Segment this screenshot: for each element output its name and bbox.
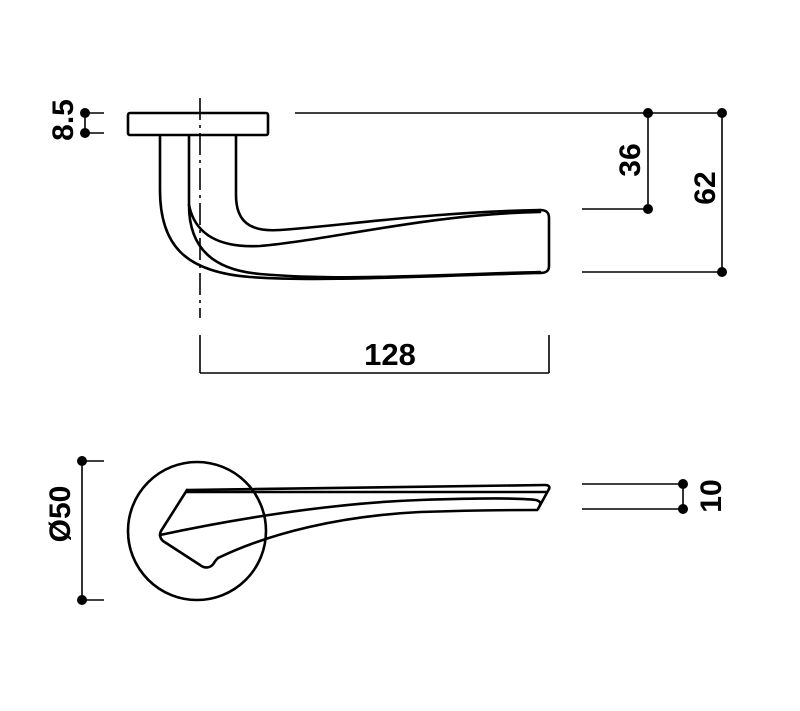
dimension-lever-top-height: 36 — [582, 108, 653, 214]
side-view: 8.5 36 62 128 — [47, 98, 727, 374]
lever-bottom-curve — [216, 508, 539, 560]
dimension-lever-tip-thickness: 10 — [582, 479, 728, 514]
lever-tip — [538, 208, 551, 275]
lever-inner-curve-1 — [187, 134, 542, 279]
rose-plate-side — [126, 111, 270, 137]
rose-circle-top — [126, 460, 268, 602]
dim-label-36: 36 — [614, 143, 647, 176]
lever-top-edge — [185, 483, 551, 492]
dim-label-10: 10 — [695, 479, 728, 512]
lever-base-polygon — [158, 488, 220, 569]
dim-label-diameter-50: Ø50 — [44, 486, 77, 543]
lever-mid-line — [158, 497, 542, 537]
dimension-overall-height: 62 — [582, 108, 727, 277]
lever-outer-curve — [158, 134, 542, 281]
lever-inner-curve-2 — [187, 203, 542, 248]
dim-label-8-5: 8.5 — [47, 99, 80, 141]
dim-label-62: 62 — [689, 171, 722, 204]
lever-neck-front — [234, 134, 542, 232]
dim-label-128: 128 — [364, 337, 416, 372]
top-view: Ø50 10 — [44, 456, 728, 605]
dimension-projection-length: 128 — [199, 335, 550, 374]
dimension-rose-thickness: 8.5 — [47, 99, 104, 141]
dimension-rose-diameter: Ø50 — [44, 456, 104, 605]
